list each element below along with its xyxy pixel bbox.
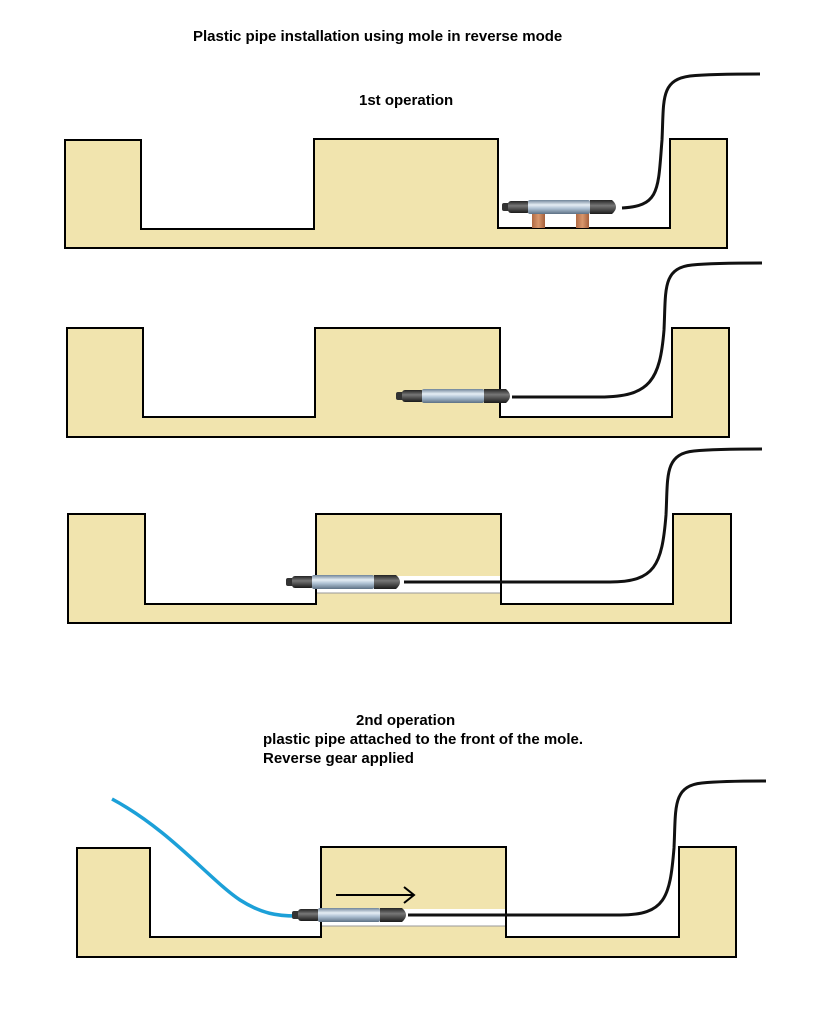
operation2-description-line1: plastic pipe attached to the front of th… <box>263 731 584 748</box>
operation2-description-line2: Reverse gear applied <box>263 750 414 767</box>
tow-cable-4 <box>408 779 767 917</box>
panel-4 <box>76 779 767 958</box>
panel-2 <box>66 261 763 438</box>
ground-section-2 <box>66 327 730 438</box>
mole-1 <box>502 200 616 214</box>
mole-3 <box>286 575 400 589</box>
operation1-heading: 1st operation <box>359 92 454 109</box>
tow-cable-1 <box>621 72 761 210</box>
ground-section-3 <box>67 513 732 624</box>
mole-4 <box>292 908 406 922</box>
ground-section-1 <box>64 138 728 249</box>
diagram-title: Plastic pipe installation using mole in … <box>193 28 563 45</box>
mole-2 <box>396 389 510 403</box>
tow-cable-3 <box>404 447 763 584</box>
plastic-pipe <box>111 797 297 918</box>
support-block-left <box>532 213 545 228</box>
panel-3 <box>67 447 763 624</box>
direction-arrow-icon <box>336 886 416 904</box>
support-block-right <box>576 213 589 228</box>
panel-1 <box>64 72 761 249</box>
operation2-heading: 2nd operation <box>356 712 456 729</box>
tow-cable-2 <box>512 261 763 399</box>
